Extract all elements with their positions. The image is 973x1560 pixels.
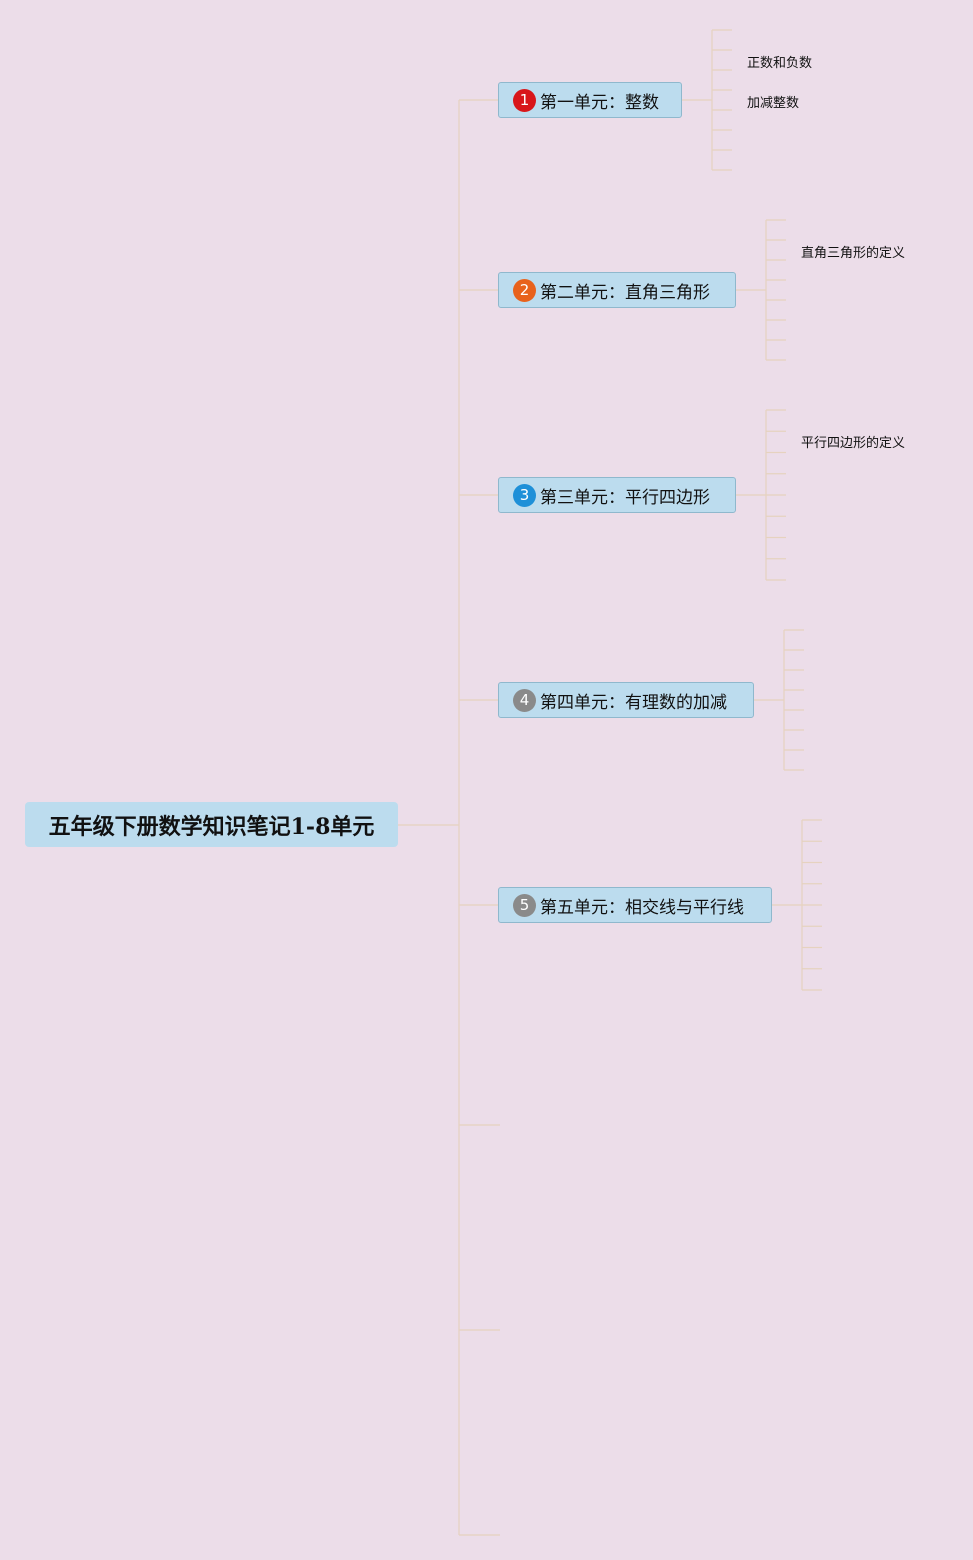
- number-4-icon: 4: [513, 688, 536, 712]
- unit-5-node[interactable]: 5 第五单元：相交线与平行线: [498, 887, 772, 923]
- unit-2-node[interactable]: 2 第二单元：直角三角形: [498, 272, 736, 308]
- unit-3-label: 第三单元：平行四边形: [540, 487, 710, 508]
- number-3-icon: 3: [513, 483, 536, 507]
- root-topic[interactable]: 五年级下册数学知识笔记1-8单元: [25, 802, 398, 847]
- number-2-icon: 2: [513, 278, 536, 302]
- unit-5-label: 第五单元：相交线与平行线: [540, 897, 744, 918]
- unit-1-label: 第一单元：整数: [540, 92, 659, 113]
- root-title: 五年级下册数学知识笔记1-8单元: [48, 813, 375, 840]
- unit-4-node[interactable]: 4 第四单元：有理数的加减: [498, 682, 754, 718]
- unit-1-node[interactable]: 1 第一单元：整数: [498, 82, 682, 118]
- number-5-icon: 5: [513, 893, 536, 917]
- subtopic-label[interactable]: 直角三角形的定义: [801, 246, 906, 261]
- unit-3-node[interactable]: 3 第三单元：平行四边形: [498, 477, 736, 513]
- subtopic-label[interactable]: 正数和负数: [747, 56, 813, 71]
- subtopic-label[interactable]: 平行四边形的定义: [801, 436, 906, 451]
- number-1-icon: 1: [513, 88, 536, 112]
- unit-4-label: 第四单元：有理数的加减: [540, 692, 727, 713]
- subtopic-label[interactable]: 加减整数: [747, 96, 800, 111]
- unit-2-label: 第二单元：直角三角形: [540, 282, 710, 303]
